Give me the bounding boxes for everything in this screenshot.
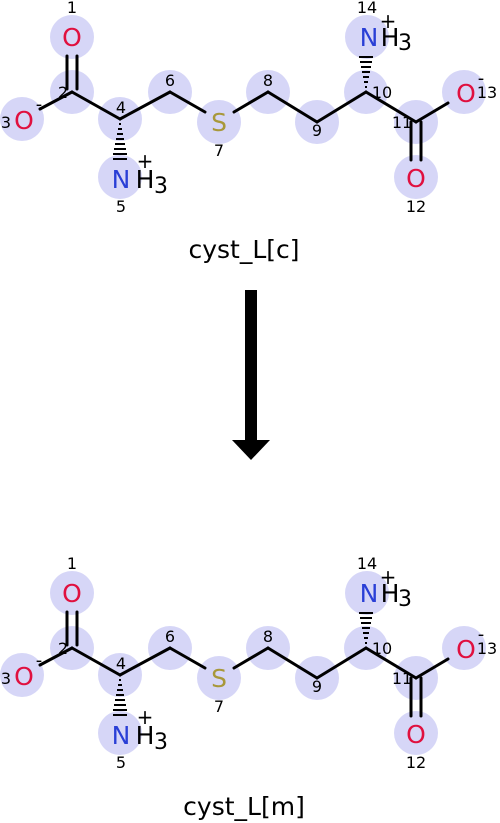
atom-number-1: 1 xyxy=(67,0,77,17)
atom-s7: S xyxy=(211,664,227,693)
charge-minus-3: - xyxy=(36,650,43,671)
atom-n14: N xyxy=(360,579,379,608)
atom-h5: H xyxy=(136,165,155,194)
atom-number-8: 8 xyxy=(263,71,273,90)
atom-o12: O xyxy=(406,720,426,749)
atom-number-6: 6 xyxy=(165,71,175,90)
atom-number-12: 12 xyxy=(406,197,426,216)
atom-o13: O xyxy=(456,79,476,108)
atom-h5: H xyxy=(136,721,155,750)
atom-h14: H xyxy=(381,579,400,608)
atom-number-4: 4 xyxy=(116,654,126,673)
atom-o1: O xyxy=(62,579,82,608)
charge-minus-13: - xyxy=(478,624,485,645)
atom-number-14: 14 xyxy=(357,0,377,17)
reaction-arrow xyxy=(232,290,270,460)
reactant-name: cyst_L[c] xyxy=(188,235,299,264)
atom-number-2: 2 xyxy=(58,639,68,658)
atom-s7: S xyxy=(211,108,227,137)
atom-number-2: 2 xyxy=(58,83,68,102)
atom-h14: H xyxy=(381,23,400,52)
charge-minus-13: - xyxy=(478,68,485,89)
atom-o3: O xyxy=(14,106,34,135)
atom-number-14: 14 xyxy=(357,554,377,573)
atom-number-9: 9 xyxy=(312,677,322,696)
charge-plus-5: + xyxy=(137,705,154,729)
atom-number-13: 13 xyxy=(477,83,497,102)
atom-number-10: 10 xyxy=(372,83,392,102)
atom-o1: O xyxy=(62,23,82,52)
atom-h5-subscript: 3 xyxy=(154,174,168,199)
atom-o3: O xyxy=(14,662,34,691)
charge-plus-5: + xyxy=(137,149,154,173)
product-name: cyst_L[m] xyxy=(183,792,305,821)
atom-number-5: 5 xyxy=(116,197,126,216)
atom-number-11: 11 xyxy=(392,113,412,132)
atom-number-10: 10 xyxy=(372,639,392,658)
charge-plus-14: + xyxy=(380,9,397,33)
atom-h14-subscript: 3 xyxy=(398,587,412,612)
atom-o13: O xyxy=(456,635,476,664)
atom-number-4: 4 xyxy=(116,98,126,117)
atom-number-8: 8 xyxy=(263,627,273,646)
atom-n14: N xyxy=(360,23,379,52)
product-molecule: O O - N H 3 + S N H 3 + O O - 1 2 3 4 5 … xyxy=(0,554,497,821)
atom-number-5: 5 xyxy=(116,753,126,772)
atom-number-3: 3 xyxy=(1,669,11,688)
atom-number-13: 13 xyxy=(477,639,497,658)
atom-n5: N xyxy=(112,721,131,750)
atom-number-11: 11 xyxy=(392,669,412,688)
atom-h14-subscript: 3 xyxy=(398,31,412,56)
atom-number-1: 1 xyxy=(67,554,77,573)
atom-h5-subscript: 3 xyxy=(154,730,168,755)
charge-plus-14: + xyxy=(380,565,397,589)
atom-number-3: 3 xyxy=(1,113,11,132)
atom-number-7: 7 xyxy=(214,141,224,160)
atom-number-7: 7 xyxy=(214,697,224,716)
atom-number-6: 6 xyxy=(165,627,175,646)
reactant-molecule: O O - N H 3 + S N H 3 + O O - 1 2 3 4 5 … xyxy=(0,0,497,264)
atom-n5: N xyxy=(112,165,131,194)
atom-o12: O xyxy=(406,164,426,193)
atom-number-12: 12 xyxy=(406,753,426,772)
charge-minus-3: - xyxy=(36,94,43,115)
atom-number-9: 9 xyxy=(312,121,322,140)
